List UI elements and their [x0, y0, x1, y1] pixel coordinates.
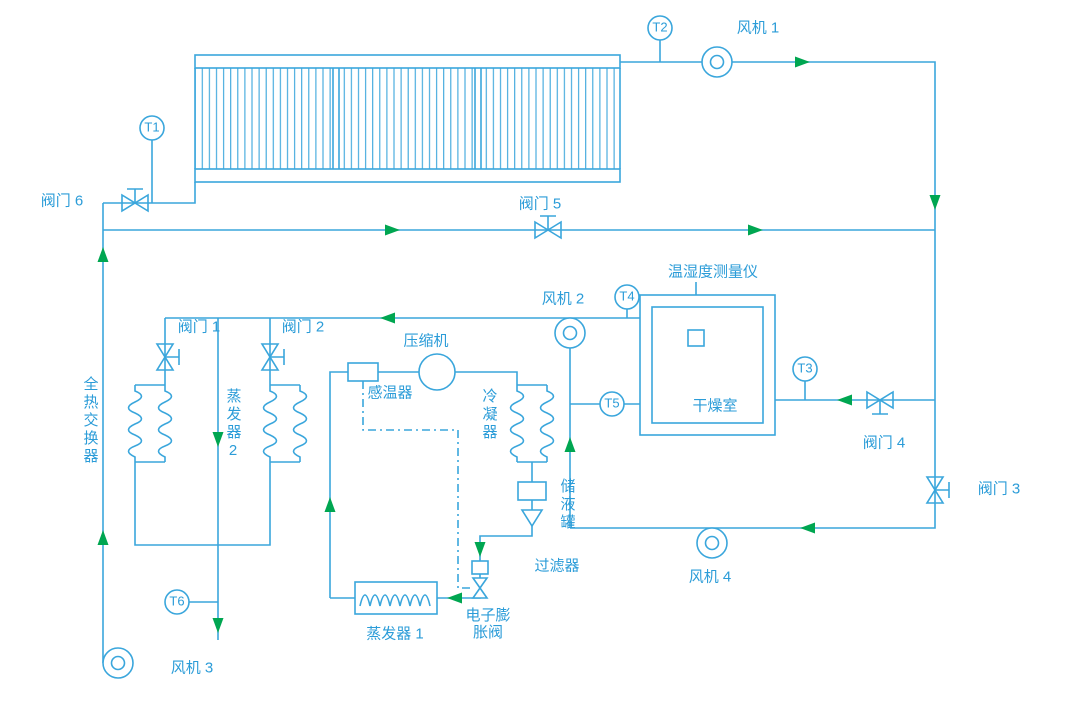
pipe-network: [102, 40, 936, 663]
receiver-icon: [517, 481, 547, 501]
receiver-label: 储液罐: [558, 478, 576, 532]
filter-icon: [520, 509, 544, 528]
valve2-label: 阀门 2: [281, 318, 325, 336]
compressor-label: 压缩机: [403, 332, 449, 350]
t1-label: T1: [144, 119, 160, 135]
valve4-label: 阀门 4: [862, 434, 906, 452]
temp-bulb-label: 感温器: [367, 384, 413, 402]
fan2-icon: [554, 317, 586, 349]
heat-exchanger-label: 全热交换器: [81, 376, 99, 466]
valve3-label: 阀门 3: [977, 480, 1021, 498]
valve6-label: 阀门 6: [40, 192, 84, 210]
hygrometer-label: 温湿度测量仪: [667, 263, 759, 281]
valve5-label: 阀门 5: [518, 195, 562, 213]
evaporator1-label: 蒸发器 1: [366, 625, 424, 643]
valve3-icon: [926, 476, 950, 504]
t2-label: T2: [652, 19, 668, 35]
drying-room-box: [639, 294, 776, 436]
hygrometer-sensor-icon: [687, 329, 705, 347]
condenser-label: 冷凝器: [480, 388, 498, 442]
valve4-icon: [866, 391, 894, 415]
t3-label: T3: [797, 360, 813, 376]
fan1-icon: [701, 46, 733, 78]
filter-label: 过滤器: [534, 557, 580, 575]
drying-room-label: 干燥室: [692, 397, 738, 415]
capillary-line: [362, 381, 470, 589]
fan1-label: 风机 1: [736, 19, 780, 37]
evaporator2-label: 蒸发器2: [224, 388, 242, 462]
t6-label: T6: [169, 593, 185, 609]
evaporator1-coil: [354, 581, 438, 615]
t5-label: T5: [604, 395, 620, 411]
compressor-icon: [418, 353, 456, 391]
fan3-label: 风机 3: [170, 659, 214, 677]
evaporator2-coil: [262, 384, 308, 463]
fan2-label: 风机 2: [541, 290, 585, 308]
solar-collector: [194, 54, 621, 183]
expansion-valve-label: 电子膨胀阀: [465, 606, 511, 641]
condenser-coil: [509, 384, 555, 463]
t4-label: T4: [619, 288, 635, 304]
temp-bulb-icon: [347, 362, 379, 382]
fan4-icon: [696, 527, 728, 559]
valve2-icon: [261, 343, 285, 371]
heat-exchanger-coil: [127, 384, 173, 463]
valve1-label: 阀门 1: [177, 318, 221, 336]
expansion-valve-icon: [471, 560, 489, 599]
valve6-icon: [121, 188, 149, 212]
fan4-label: 风机 4: [688, 568, 732, 586]
valve1-icon: [156, 343, 180, 371]
valve5-icon: [534, 215, 562, 239]
fan3-icon: [102, 647, 134, 679]
